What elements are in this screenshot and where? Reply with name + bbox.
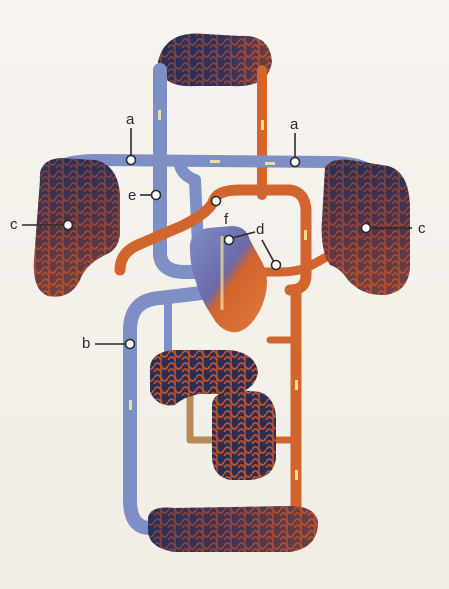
gut-capillary-bed (212, 390, 276, 480)
label-a-left-text: a (126, 111, 135, 128)
lower-body-capillary-bed (148, 506, 318, 552)
label-a-right: a (290, 116, 300, 167)
head-capillary-bed (158, 34, 272, 87)
label-a-left: a (126, 111, 136, 165)
label-e-text: e (128, 187, 136, 204)
label-f-text: f (224, 211, 229, 228)
label-f: f (212, 197, 230, 229)
label-a-right-text: a (290, 116, 299, 133)
label-c-left-text: c (10, 216, 18, 233)
label-b-text: b (82, 335, 90, 352)
label-c-right-text: c (418, 220, 426, 237)
left-capillary-bed (34, 158, 120, 297)
label-d-text: d (256, 221, 264, 238)
